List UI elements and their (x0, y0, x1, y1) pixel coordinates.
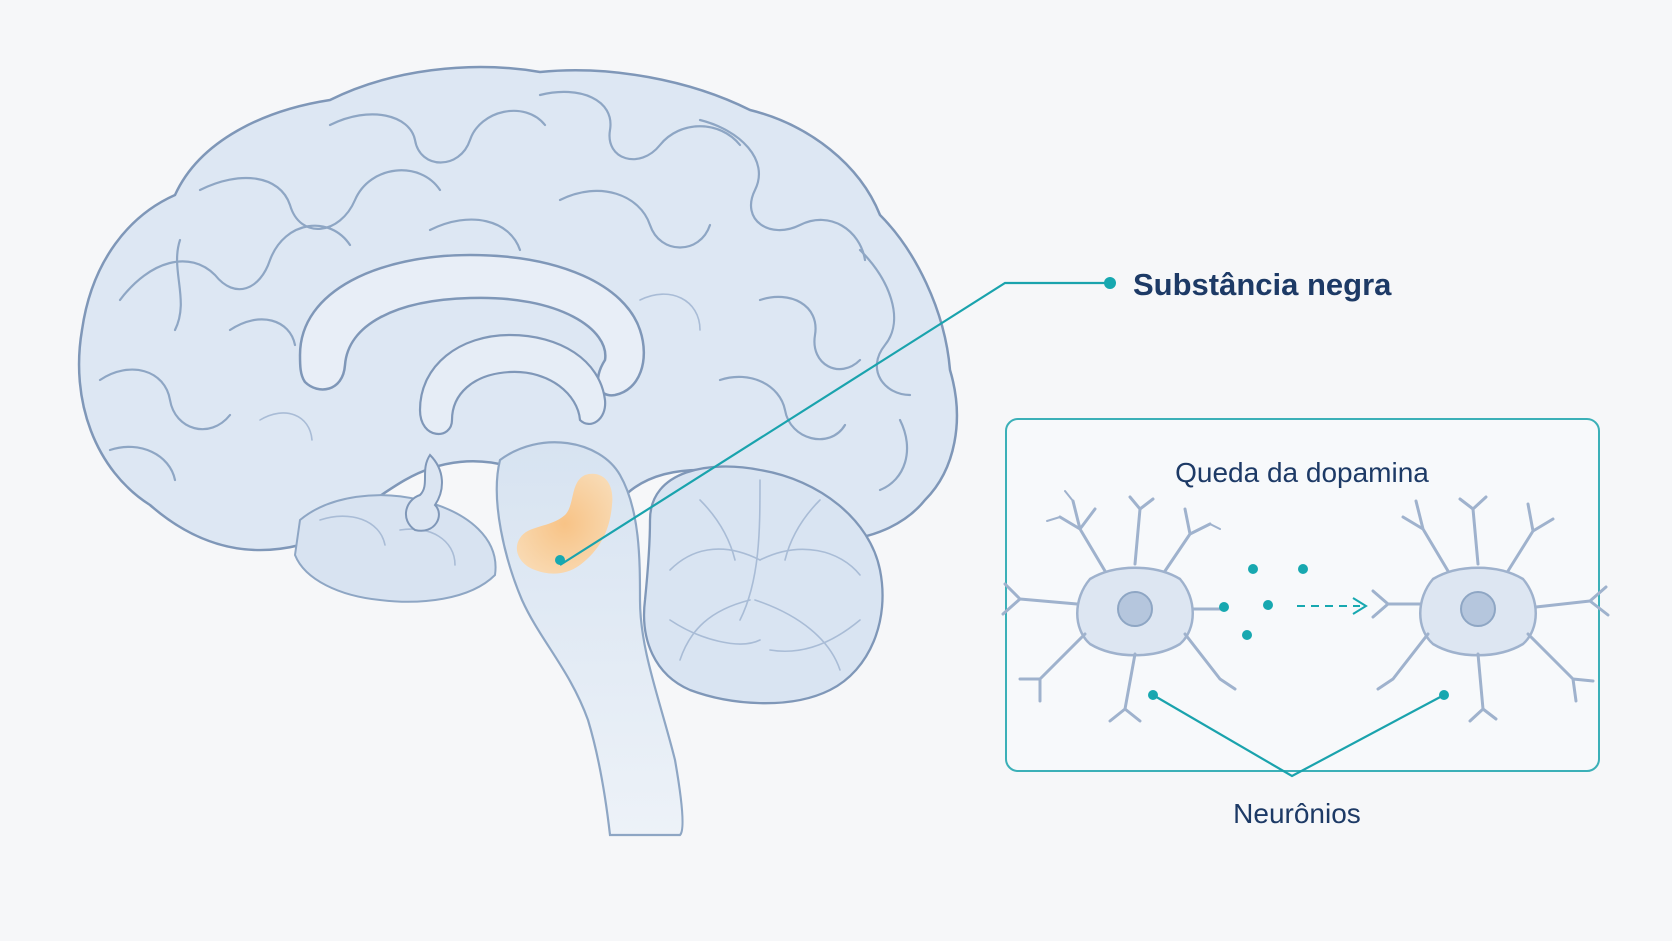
cerebellum (642, 465, 884, 705)
dopamine-dot-icon (1298, 564, 1308, 574)
substantia-nigra-highlight (516, 473, 613, 574)
gyri (98, 90, 912, 566)
anchor-dot-label (1104, 277, 1116, 289)
dopamine-dot-icon (1263, 600, 1273, 610)
dashed-arrow-right-icon (1297, 597, 1368, 615)
leader-line (1152, 694, 1445, 778)
substantia-nigra-callout: Substância negra (555, 267, 1392, 566)
brain-illustration (77, 65, 959, 837)
neurons-callout (1148, 690, 1449, 778)
dopamine-dot-icon (1248, 564, 1258, 574)
leader-line (559, 281, 1110, 566)
cerebrum (77, 65, 959, 552)
temporal-lobe (293, 494, 497, 603)
dopamine-dot-icon (1242, 630, 1252, 640)
dopamine-dot-icon (1219, 602, 1229, 612)
neuron-icon (1001, 490, 1237, 723)
dopamine-panel: Queda da dopamina (1001, 418, 1610, 778)
dopamine-dots (1219, 564, 1308, 640)
label-substantia-nigra: Substância negra (1133, 267, 1392, 302)
label-neurons: Neurônios (1233, 798, 1361, 829)
corpus-callosum (298, 253, 645, 397)
neuron-icon (1371, 495, 1610, 723)
fornix (418, 333, 607, 435)
anchor-dot-brain (555, 555, 565, 565)
label-dopamine-drop: Queda da dopamina (1175, 457, 1429, 488)
pituitary-gland (405, 453, 443, 532)
